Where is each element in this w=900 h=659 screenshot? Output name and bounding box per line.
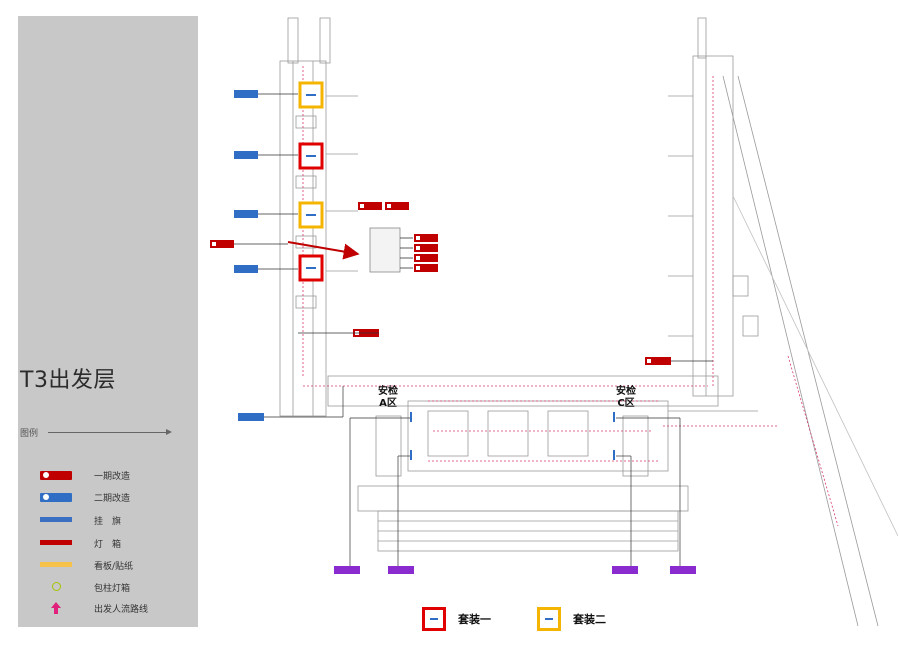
- phase-two-tags: [234, 90, 264, 421]
- up-arrow-icon: [51, 602, 61, 614]
- detail-box: [369, 227, 401, 273]
- lightbox-bar-icon: [40, 540, 72, 545]
- column-lightbox-icon: [52, 582, 61, 591]
- bottom-legend-set-one: 套装一: [422, 606, 491, 632]
- legend-label: 灯 箱: [94, 539, 122, 550]
- numbered-badge-icon: [40, 492, 72, 502]
- legend-label: 一期改造: [94, 471, 131, 482]
- floor-title: T3出发层: [20, 368, 116, 393]
- board-bar-icon: [40, 562, 72, 567]
- legend-label: 出发人流路线: [94, 604, 149, 615]
- numbered-badge-icon: [40, 470, 72, 480]
- legend-divider-line: [48, 432, 168, 433]
- departure-route: [302, 66, 839, 527]
- set-one-label: 套装一: [458, 613, 491, 626]
- security-zone-c-label: 安检 C区: [616, 386, 636, 409]
- bottom-legend-set-two: 套装二: [537, 606, 606, 632]
- set-one-swatch: [422, 607, 446, 631]
- floor-plan-map: [210, 17, 898, 627]
- legend-label: 包柱灯箱: [94, 583, 131, 594]
- west-concourse: [279, 17, 358, 417]
- security-zone-a-label: 安检 A区: [378, 386, 398, 409]
- arrow-right-icon: [166, 429, 172, 435]
- phase-one-tags: [210, 202, 671, 365]
- set-two-label: 套装二: [573, 613, 606, 626]
- legend-label: 看板/贴纸: [94, 561, 134, 572]
- set-two-swatch: [537, 607, 561, 631]
- east-concourse: [668, 17, 898, 627]
- purple-tags: [334, 566, 696, 574]
- legend-caption: 图例: [20, 429, 39, 439]
- flag-bar-icon: [40, 517, 72, 522]
- legend-label: 二期改造: [94, 493, 131, 504]
- legend-label: 挂 旗: [94, 516, 122, 527]
- legend-panel: [18, 16, 198, 627]
